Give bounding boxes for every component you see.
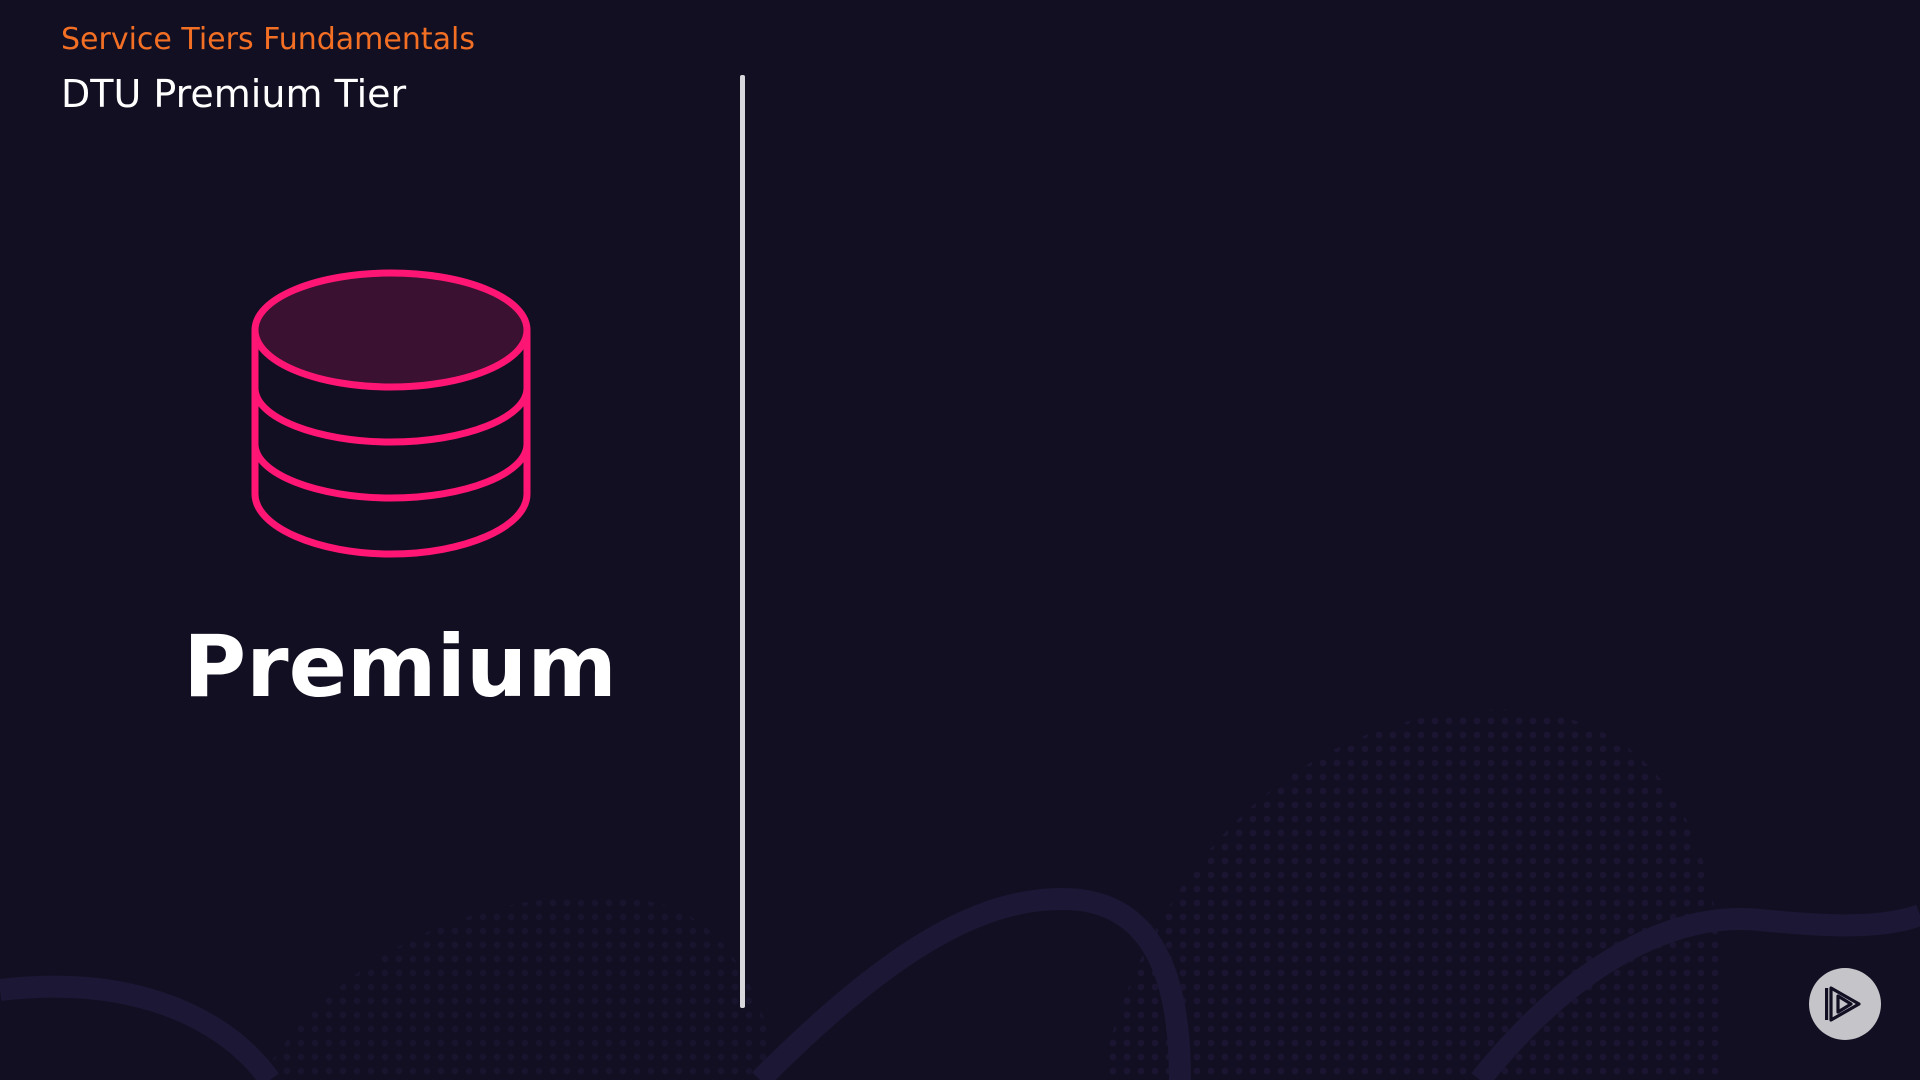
play-logo-icon xyxy=(1825,986,1861,1022)
page-title: DTU Premium Tier xyxy=(61,72,407,116)
vertical-divider xyxy=(740,75,745,1008)
tier-label: Premium xyxy=(183,617,617,717)
database-icon xyxy=(251,269,531,558)
play-button[interactable] xyxy=(1809,968,1881,1040)
section-kicker: Service Tiers Fundamentals xyxy=(61,22,475,57)
